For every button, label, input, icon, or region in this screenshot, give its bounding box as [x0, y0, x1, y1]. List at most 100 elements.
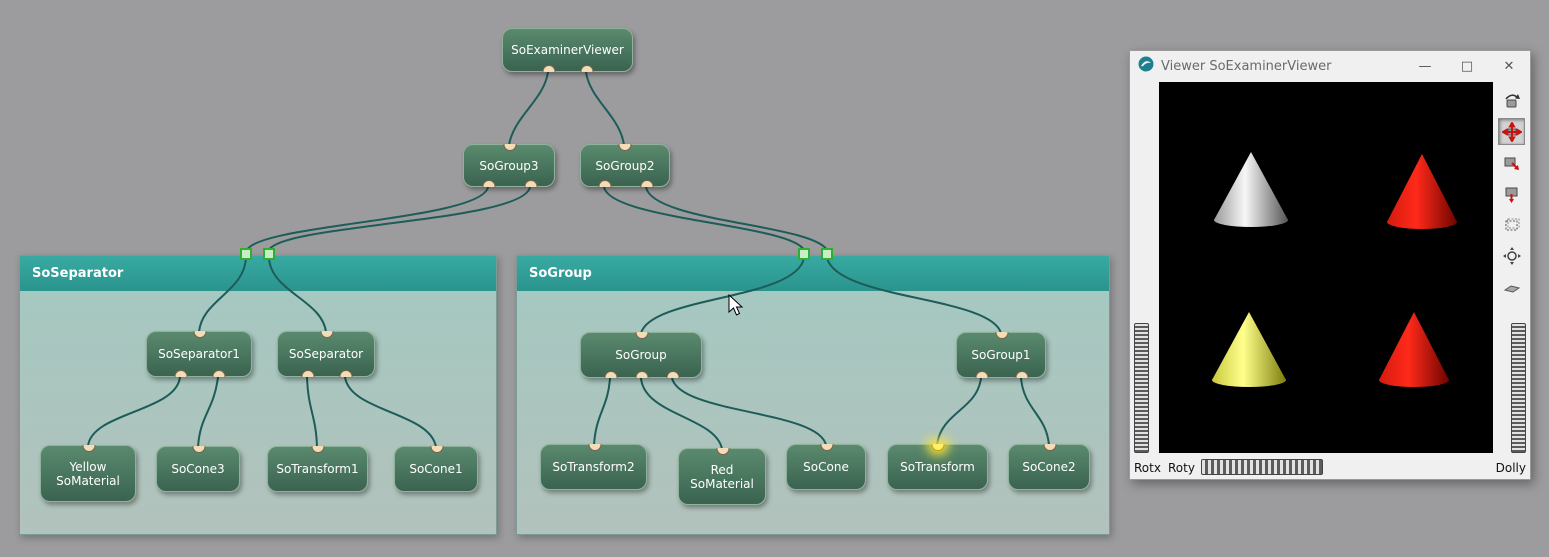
input-port[interactable]	[820, 444, 834, 451]
plane-tool-icon	[1503, 284, 1520, 293]
edge	[306, 376, 318, 448]
plane-tool-button[interactable]	[1498, 273, 1525, 300]
panel-connector[interactable]	[798, 248, 810, 260]
panel-connector[interactable]	[240, 248, 252, 260]
edge	[585, 71, 625, 146]
home-tool-icon	[1505, 187, 1517, 203]
input-port[interactable]	[193, 331, 207, 338]
output-port[interactable]	[339, 370, 353, 377]
white-cone	[1214, 152, 1288, 227]
node-socone[interactable]: SoCone	[786, 444, 866, 490]
output-port[interactable]	[174, 370, 188, 377]
node-sogroup3[interactable]: SoGroup3	[463, 144, 555, 187]
input-port[interactable]	[635, 332, 649, 339]
sogroup-panel-header[interactable]: SoGroup	[517, 256, 1109, 291]
node-sotransform2[interactable]: SoTransform2	[540, 444, 647, 490]
input-port[interactable]	[995, 332, 1009, 339]
output-port[interactable]	[975, 371, 989, 378]
node-socone2[interactable]: SoCone2	[1008, 444, 1090, 490]
node-socone1[interactable]: SoCone1	[394, 446, 478, 492]
rotate-tool-button[interactable]	[1498, 87, 1525, 114]
node-label: SoTransform	[900, 460, 975, 474]
node-sotransform1[interactable]: SoTransform1	[267, 446, 368, 492]
red-cone-bottom	[1379, 312, 1449, 387]
output-port[interactable]	[482, 180, 496, 187]
pan-tool-button[interactable]	[1498, 118, 1525, 145]
close-button[interactable]: ✕	[1503, 58, 1515, 74]
zoom-tool-button[interactable]	[1498, 149, 1525, 176]
rotx-thumbwheel[interactable]	[1134, 323, 1149, 453]
sogroup-panel: SoGroup	[516, 255, 1110, 535]
node-label: SoTransform2	[552, 460, 635, 474]
soseparator-panel-title: SoSeparator	[32, 266, 124, 281]
output-port[interactable]	[524, 180, 538, 187]
node-red-somaterial[interactable]: Red SoMaterial	[678, 448, 766, 505]
node-soexaminerviewer[interactable]: SoExaminerViewer	[502, 28, 633, 72]
roty-label: Roty	[1168, 461, 1195, 475]
home-tool-button[interactable]	[1498, 180, 1525, 207]
edge	[826, 257, 1002, 334]
roty-thumbwheel[interactable]	[1201, 459, 1323, 475]
input-port[interactable]	[716, 448, 730, 455]
input-port[interactable]	[430, 446, 444, 453]
input-port[interactable]	[1043, 444, 1057, 451]
panel-connector[interactable]	[821, 248, 833, 260]
input-port[interactable]	[503, 144, 517, 151]
output-port[interactable]	[580, 65, 594, 72]
node-label: SoCone2	[1022, 460, 1076, 474]
input-port[interactable]	[192, 446, 206, 453]
minimize-button[interactable]: —	[1418, 58, 1432, 74]
input-port[interactable]	[588, 444, 602, 451]
node-label: SoCone1	[409, 462, 463, 476]
input-port[interactable]	[618, 144, 632, 151]
edge	[603, 186, 805, 251]
rotx-label: Rotx	[1134, 461, 1161, 475]
edge	[87, 376, 181, 447]
output-port[interactable]	[542, 65, 556, 72]
node-label: SoGroup1	[971, 348, 1031, 362]
edge	[197, 376, 219, 448]
node-yellow-somaterial[interactable]: Yellow SoMaterial	[40, 445, 136, 502]
viewer-3d-viewport[interactable]	[1159, 82, 1493, 453]
output-port[interactable]	[635, 371, 649, 378]
output-port[interactable]	[604, 371, 618, 378]
node-label: SoSeparator1	[158, 347, 240, 361]
sogroup-panel-body	[517, 291, 1109, 534]
node-sogroup1[interactable]: SoGroup1	[956, 332, 1046, 378]
edge	[268, 257, 327, 333]
soseparator-panel-header[interactable]: SoSeparator	[20, 256, 496, 291]
node-label: SoGroup3	[479, 158, 539, 173]
input-port[interactable]	[311, 446, 325, 453]
edge	[246, 186, 489, 251]
output-port[interactable]	[666, 371, 680, 378]
view-all-tool-icon	[1505, 218, 1519, 230]
view-all-tool-button[interactable]	[1498, 211, 1525, 238]
seek-tool-icon	[1502, 246, 1521, 265]
mouse-cursor	[728, 294, 744, 316]
dolly-thumbwheel[interactable]	[1511, 323, 1526, 453]
node-label: SoSeparator	[288, 347, 364, 361]
red-cone-top	[1387, 154, 1457, 229]
output-port[interactable]	[640, 180, 654, 187]
node-sogroup2[interactable]: SoGroup2	[580, 144, 670, 187]
input-port[interactable]	[320, 331, 334, 338]
node-sotransform[interactable]: SoTransform	[887, 444, 988, 490]
node-soseparator1[interactable]: SoSeparator1	[146, 331, 252, 377]
maximize-button[interactable]: □	[1460, 58, 1474, 74]
node-label: SoTransform1	[276, 462, 359, 476]
node-label: SoExaminerViewer	[511, 43, 624, 57]
cone-scene	[1212, 152, 1457, 387]
output-port[interactable]	[212, 370, 226, 377]
node-soseparator[interactable]: SoSeparator	[277, 331, 375, 377]
output-port[interactable]	[598, 180, 612, 187]
panel-connector[interactable]	[263, 248, 275, 260]
node-sogroup[interactable]: SoGroup	[580, 332, 702, 378]
input-port-highlighted[interactable]	[931, 444, 945, 451]
viewer-titlebar[interactable]: Viewer SoExaminerViewer — □ ✕	[1130, 51, 1530, 81]
seek-tool-button[interactable]	[1498, 242, 1525, 269]
input-port[interactable]	[82, 445, 96, 452]
output-port[interactable]	[1015, 371, 1029, 378]
output-port[interactable]	[301, 370, 315, 377]
edge	[268, 186, 531, 251]
node-socone3[interactable]: SoCone3	[156, 446, 240, 492]
